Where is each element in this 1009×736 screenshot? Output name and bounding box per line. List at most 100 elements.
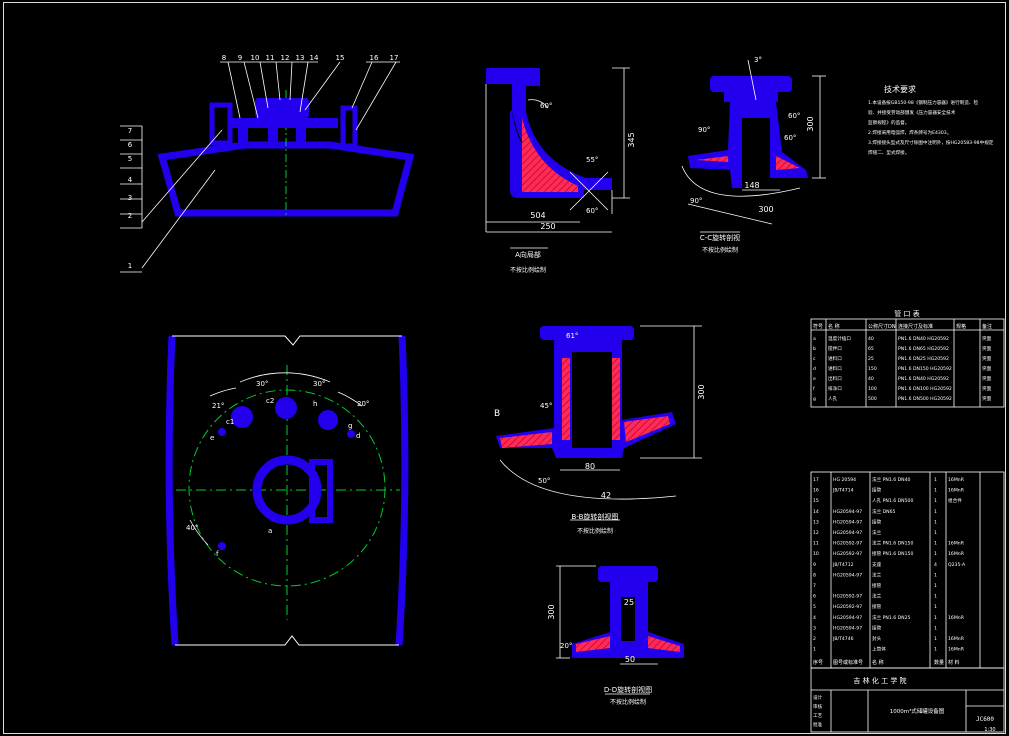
table-cell: 突面: [982, 385, 992, 392]
balloon-number: 4: [128, 176, 133, 184]
table-cell: 排净口: [828, 385, 842, 392]
table-cell: 10: [813, 551, 819, 557]
table-cell: 40: [868, 376, 874, 382]
balloon-number: 1: [128, 262, 132, 270]
table-header: 数量: [934, 659, 944, 666]
manhole-cover: [255, 98, 309, 118]
table-cell: 8: [813, 572, 816, 578]
balloon-number: 7: [128, 127, 132, 135]
note-line: 验、并接受劳动部颁发《压力容器安全技术: [868, 109, 956, 116]
balloon-number: 8: [222, 54, 226, 62]
note-line: 1.本设备按GB150-98《钢制压力容器》进行制造、检: [868, 99, 978, 106]
table-cell: 16MnR: [948, 615, 965, 621]
balloon-number: 5: [128, 155, 132, 163]
table-cell: 1: [934, 604, 937, 610]
table-cell: b: [813, 346, 816, 352]
table-cell: JB/T4712: [832, 562, 854, 568]
table-header: 名 称: [828, 323, 840, 330]
table-cell: 出料口: [828, 375, 842, 382]
table-cell: 5: [813, 604, 816, 610]
dimension: 300: [547, 604, 556, 619]
table-cell: 9: [813, 562, 816, 568]
table-cell: 人孔: [828, 395, 838, 402]
table-cell: 接管: [872, 487, 882, 494]
balloon-ladder: [120, 125, 143, 273]
balloon-number: 2: [128, 212, 132, 220]
table-cell: 法兰: [872, 571, 882, 578]
table-cell: 1: [934, 636, 937, 642]
table-cell: 7: [813, 583, 816, 589]
table-cell: 法兰 PN1.6 DN25: [872, 614, 911, 621]
table-cell: 上筒体: [872, 646, 886, 653]
table-cell: 接管: [872, 582, 882, 589]
table-cell: 3: [813, 625, 816, 631]
notes-title: 技术要求: [884, 84, 916, 94]
angle-label: 90°: [690, 197, 702, 205]
nozzle-mark: h: [313, 400, 317, 408]
table-cell: PN1.6 DN40 HG20592: [898, 376, 949, 382]
table-cell: HG20594-97: [833, 615, 862, 621]
table-cell: 100: [868, 386, 877, 392]
table-header: 图号或标准号: [833, 659, 863, 666]
table-cell: 1: [934, 647, 937, 653]
table-cell: 温度计插口: [828, 335, 851, 342]
nozzle-mark: e: [210, 434, 214, 442]
table-header: 名 称: [872, 659, 884, 666]
table-header: 备注: [982, 323, 992, 330]
nozzle-mark: f: [216, 550, 219, 558]
table-cell: HG20592-97: [833, 604, 862, 610]
table-cell: 搅拌口: [828, 345, 842, 352]
table-cell: HG20592-97: [833, 594, 862, 600]
table-cell: 法兰 PN1.6 DN150: [872, 540, 913, 547]
elevation-view: [120, 61, 415, 273]
balloon-number: 13: [296, 54, 305, 62]
table-cell: 1: [934, 530, 937, 536]
nozzle-c1: [231, 406, 253, 428]
dimension: 148: [744, 181, 759, 190]
table-cell: JB/T4746: [832, 636, 854, 642]
dimension: 300: [806, 116, 815, 131]
angle-label: 50°: [538, 477, 550, 485]
support-b: [268, 128, 278, 146]
angle-label: 30°: [313, 380, 325, 388]
view-subcaption: 不按比例绘制: [510, 266, 546, 274]
table-cell: 接管 PN1.6 DN150: [872, 550, 913, 557]
dimension: 504: [530, 211, 545, 220]
table-cell: PN1.6 DN40 HG20592: [898, 336, 949, 342]
table-cell: 1: [934, 583, 937, 589]
plan-view: [165, 335, 409, 646]
table-cell: 接管: [872, 518, 882, 525]
support-a: [238, 128, 248, 146]
section-view-4: [556, 565, 684, 695]
balloon-number: 10: [251, 54, 260, 62]
balloon-number: 12: [281, 54, 290, 62]
table-cell: 进料口: [828, 355, 842, 362]
table-cell: Q235-A: [948, 562, 966, 568]
section-view-3: [496, 325, 702, 521]
balloon-number: 14: [310, 54, 319, 62]
table-cell: 1: [934, 541, 937, 547]
drawing-number: JC600: [976, 716, 994, 723]
nozzle-mark: c1: [226, 418, 234, 426]
section-view-1: [485, 67, 630, 249]
angle-label: 60°: [586, 207, 598, 215]
table-cell: 1: [934, 477, 937, 483]
table-cell: 1: [934, 519, 937, 525]
table-cell: 法兰 DN65: [872, 508, 896, 515]
dimension: 42: [601, 491, 611, 500]
dimension: 80: [585, 462, 595, 471]
nozzle-mark: c2: [266, 397, 274, 405]
table-cell: 突面: [982, 395, 992, 402]
table-cell: HG20594-97: [833, 572, 862, 578]
support-c: [296, 128, 306, 146]
title-field: 工艺: [813, 713, 823, 719]
table-cell: 4: [813, 615, 816, 621]
view-subcaption: 不按比例绘制: [577, 527, 613, 535]
table-cell: 1: [934, 625, 937, 631]
table-cell: a: [813, 337, 816, 342]
table-cell: HG 20594: [833, 477, 856, 483]
table-header: 公称尺寸DN: [868, 323, 896, 330]
table-header: 材 料: [948, 659, 960, 666]
table-cell: 法兰 PN1.6 DN40: [872, 476, 911, 483]
